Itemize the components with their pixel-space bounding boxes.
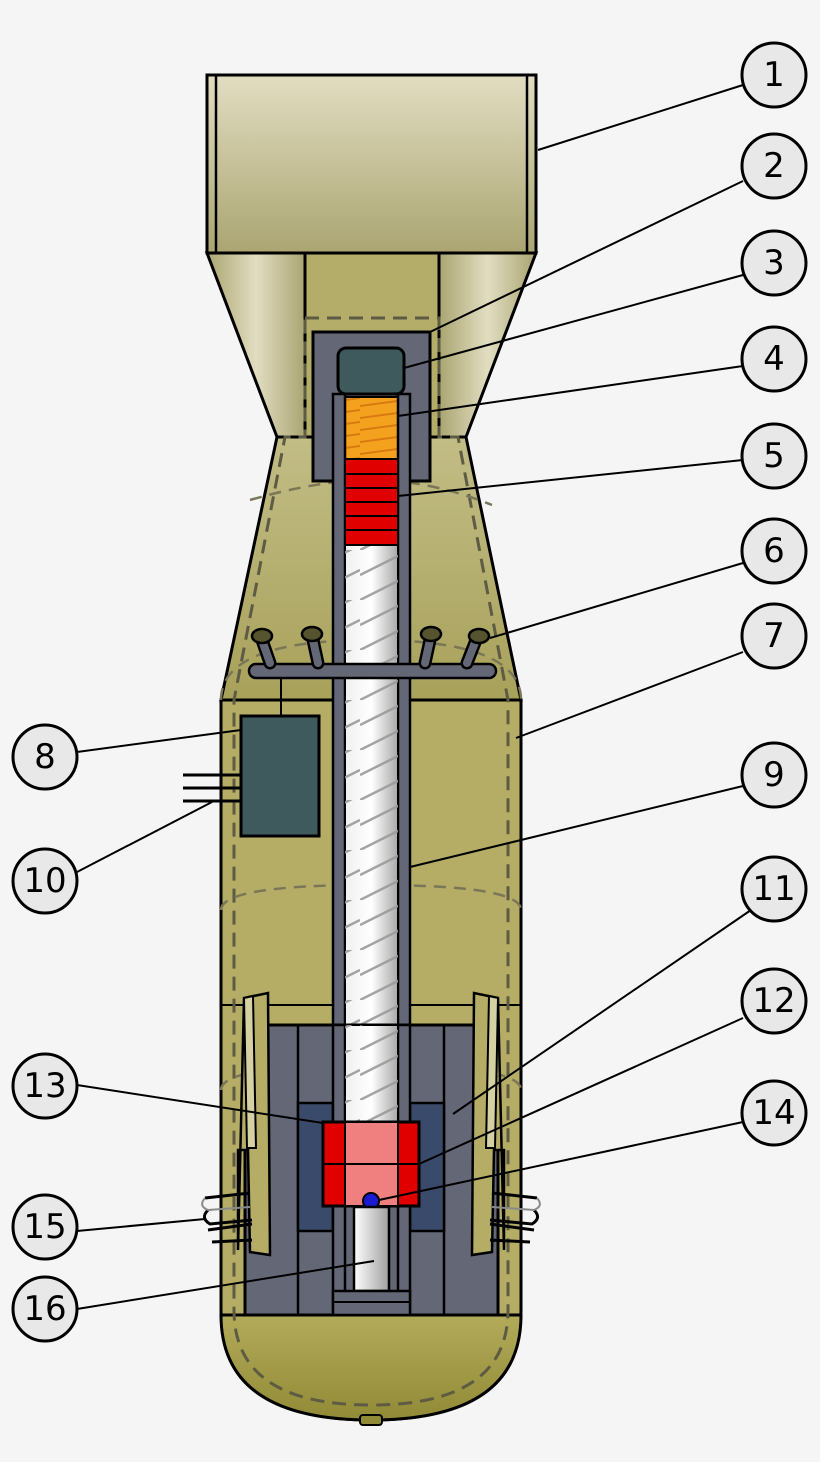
radar-fuse-assembly	[247, 625, 498, 680]
callout-10-label: 10	[23, 861, 66, 901]
casing-nose	[219, 1313, 523, 1422]
callout-6-label: 6	[763, 531, 785, 571]
arming-fuse-box	[183, 678, 321, 838]
callout-9-label: 9	[763, 755, 785, 795]
callout-13: 13	[11, 1052, 79, 1120]
callout-1-label: 1	[763, 55, 785, 95]
callout-1: 1	[740, 41, 808, 109]
target-assembly	[243, 1023, 500, 1317]
callout-14-label: 14	[752, 1093, 795, 1133]
callout-3-label: 3	[763, 243, 785, 283]
detonator-spring-right	[489, 1191, 541, 1244]
callout-4-label: 4	[763, 339, 785, 379]
tail-fin-left	[204, 251, 307, 439]
callout-12-label: 12	[752, 981, 795, 1021]
fuse-box	[239, 714, 321, 838]
callout-5-label: 5	[763, 436, 785, 476]
callout-3: 3	[740, 229, 808, 297]
callout-6: 6	[740, 517, 808, 585]
tail-box	[205, 73, 538, 255]
breech-plug	[336, 346, 406, 396]
callout-5: 5	[740, 422, 808, 490]
leader-lines	[76, 84, 752, 1310]
antenna-right-outer	[460, 627, 491, 670]
callout-8-label: 8	[34, 737, 56, 777]
uranium-projectile	[344, 458, 399, 546]
callout-13-label: 13	[23, 1066, 66, 1106]
callout-12: 12	[740, 967, 808, 1035]
callout-8: 8	[11, 723, 79, 791]
callout-9: 9	[740, 741, 808, 809]
target-plug	[352, 1205, 391, 1293]
bracket-right	[470, 991, 506, 1257]
casing-inner-dashed	[232, 316, 510, 1407]
antenna-right-inner	[418, 625, 443, 670]
callout-14: 14	[740, 1079, 808, 1147]
callout-16: 16	[11, 1275, 79, 1343]
callout-10: 10	[11, 847, 79, 915]
propellant-charge	[344, 396, 399, 460]
callout-2-label: 2	[763, 146, 785, 186]
callout-16-label: 16	[23, 1289, 66, 1329]
callout-2: 2	[740, 132, 808, 200]
antenna-left-inner	[300, 625, 325, 670]
bracket-left	[236, 991, 272, 1257]
nose-fuse-tip	[359, 1414, 383, 1426]
callout-11-label: 11	[752, 869, 795, 909]
callout-7-label: 7	[763, 616, 785, 656]
callout-11: 11	[740, 855, 808, 923]
callout-7: 7	[740, 602, 808, 670]
antenna-left-outer	[250, 627, 277, 670]
detonator-spring-left	[201, 1191, 253, 1244]
callout-15-label: 15	[23, 1207, 66, 1247]
callout-4: 4	[740, 325, 808, 393]
callout-15: 15	[11, 1193, 79, 1261]
fuse-mounting-bar	[247, 662, 498, 680]
